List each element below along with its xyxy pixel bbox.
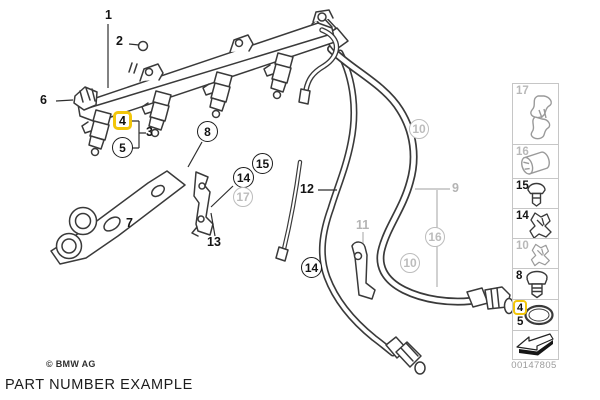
callout-8[interactable]: 8 xyxy=(197,121,218,142)
holder-bracket-11-drawing xyxy=(351,241,376,300)
sidebar-cell-14[interactable]: 14 xyxy=(513,209,558,239)
o-ring-icon xyxy=(524,304,554,326)
vent-pipe-drawing xyxy=(275,159,303,262)
sidebar-label-8: 8 xyxy=(516,270,523,282)
rail-outlet-pipe-drawing xyxy=(298,27,340,105)
sidebar-cell-8[interactable]: 8 xyxy=(513,269,558,300)
callout-14-lower[interactable]: 14 xyxy=(301,257,322,278)
callout-16[interactable]: 16 xyxy=(425,227,445,247)
fuel-hose-9-drawing xyxy=(311,13,515,315)
sidebar-cell-16[interactable]: 16 xyxy=(513,145,558,179)
sidebar-cell-17[interactable]: 17 xyxy=(513,84,558,145)
fuel-hose-12-drawing xyxy=(318,49,426,375)
callout-7[interactable]: 7 xyxy=(126,216,133,230)
sidebar-label-17: 17 xyxy=(516,85,529,97)
fuel-rail-drawing xyxy=(77,9,336,123)
sidebar-label-10: 10 xyxy=(516,240,529,252)
page-caption: PART NUMBER EXAMPLE xyxy=(5,377,193,393)
screw-icon xyxy=(526,270,548,299)
callout-1[interactable]: 1 xyxy=(105,8,112,22)
holder-bracket-13-drawing xyxy=(191,171,214,237)
drawing-number: 00147805 xyxy=(511,360,557,371)
callout-9[interactable]: 9 xyxy=(452,181,459,195)
clip-icon-grey xyxy=(530,243,550,267)
cap-2-drawing xyxy=(137,40,149,52)
spring-clip-icon xyxy=(530,95,552,140)
sidebar-cell-arrow[interactable] xyxy=(513,331,558,359)
sidebar-label-15: 15 xyxy=(516,180,529,192)
callout-12[interactable]: 12 xyxy=(300,182,314,196)
sidebar-cell-10[interactable]: 10 xyxy=(513,239,558,269)
plug-icon xyxy=(527,182,546,207)
callout-17[interactable]: 17 xyxy=(233,187,253,207)
leader-lines xyxy=(55,24,337,237)
sidebar-label-16: 16 xyxy=(516,146,529,158)
mount-bracket-7-drawing xyxy=(50,170,186,265)
clip-icon xyxy=(529,212,552,238)
page-arrow-icon xyxy=(516,333,554,356)
copyright-text: © BMW AG xyxy=(46,359,96,369)
callout-10-upper[interactable]: 10 xyxy=(409,119,429,139)
sidebar-label-14: 14 xyxy=(516,210,529,222)
callout-2[interactable]: 2 xyxy=(116,34,123,48)
sidebar-label-5: 5 xyxy=(517,316,524,328)
callout-4-highlighted[interactable]: 4 xyxy=(113,111,132,130)
callout-13[interactable]: 13 xyxy=(207,235,221,249)
callout-14-upper[interactable]: 14 xyxy=(233,167,254,188)
callout-6[interactable]: 6 xyxy=(40,93,47,107)
callout-3[interactable]: 3 xyxy=(146,125,153,139)
sidebar-cell-4-5[interactable]: 4 5 xyxy=(513,300,558,331)
sleeve-icon xyxy=(521,151,550,175)
part-thumbnail-sidebar: 17 16 15 xyxy=(512,83,559,360)
callout-5[interactable]: 5 xyxy=(112,137,133,158)
callout-10-lower[interactable]: 10 xyxy=(400,253,420,273)
callout-15[interactable]: 15 xyxy=(252,153,273,174)
sidebar-label-4-highlighted[interactable]: 4 xyxy=(513,300,527,315)
clip-6-drawing xyxy=(73,86,98,111)
callout-11[interactable]: 11 xyxy=(356,218,370,232)
sidebar-cell-15[interactable]: 15 xyxy=(513,179,558,209)
